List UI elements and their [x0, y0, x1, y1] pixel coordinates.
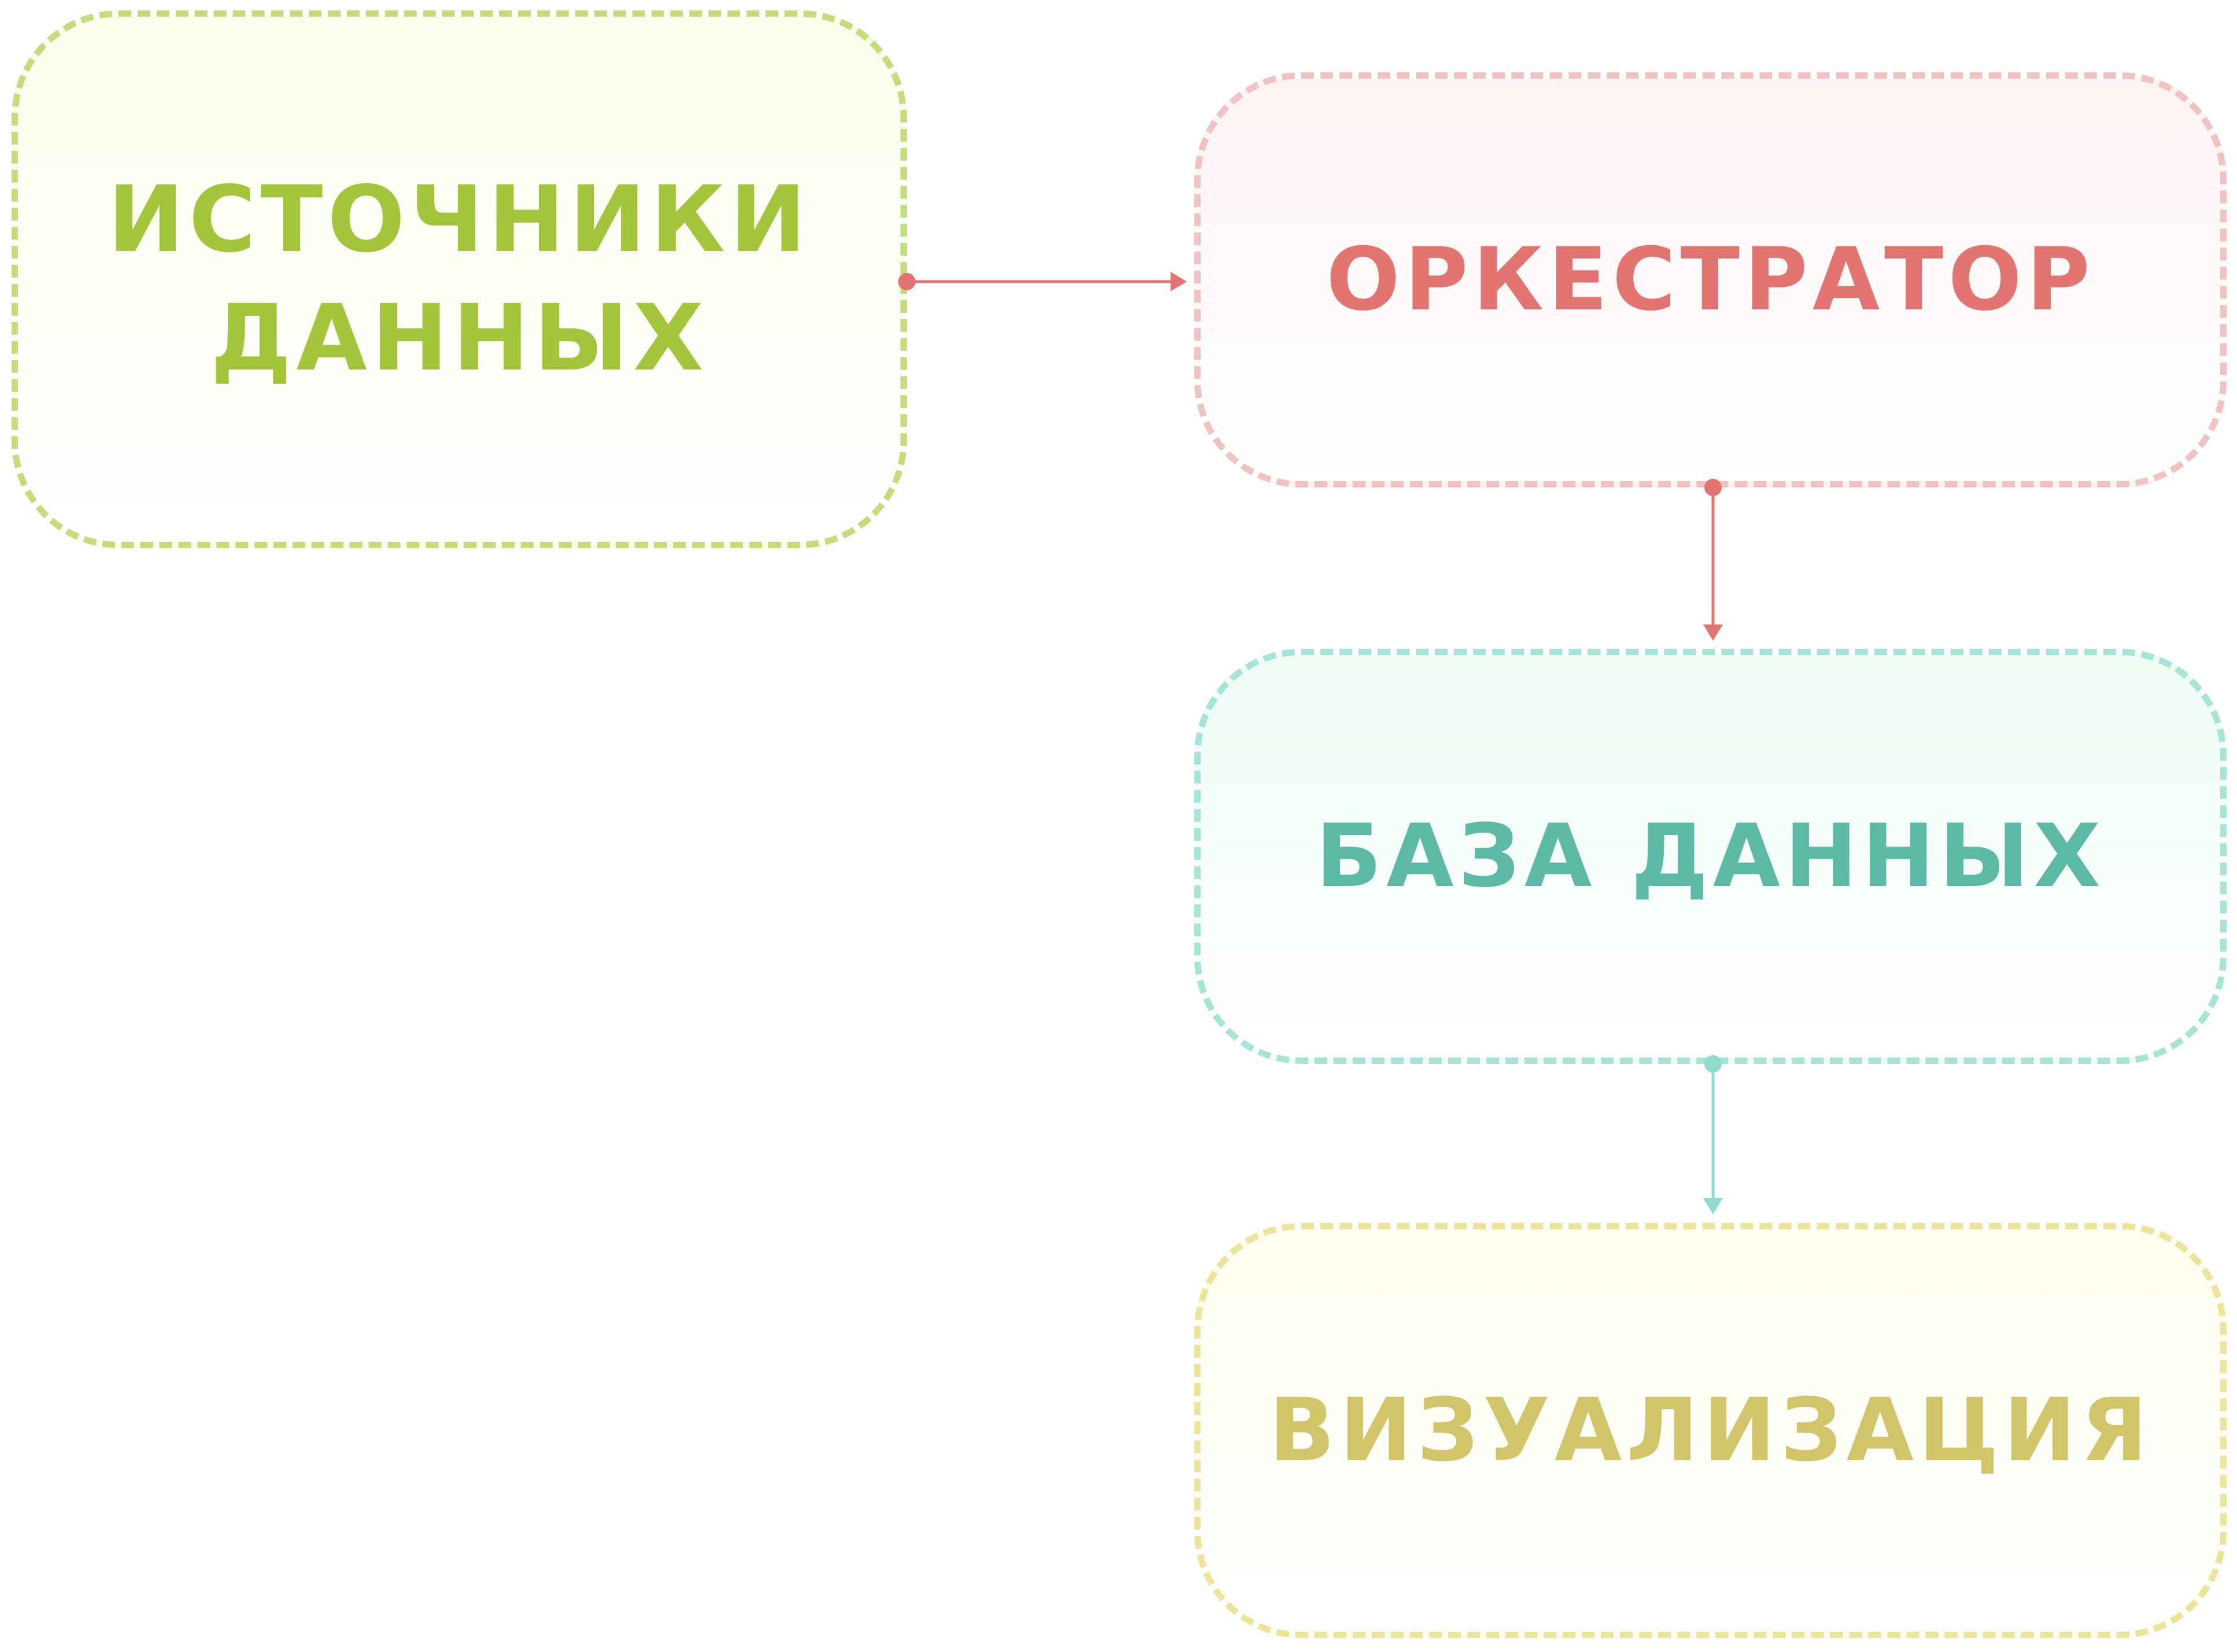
node-orchestrator[interactable]: ОРКЕСТРАТОР	[1194, 72, 2227, 487]
node-database[interactable]: БАЗА ДАННЫХ	[1194, 649, 2227, 1064]
edge-orchestrator-to-database	[1703, 479, 1723, 641]
node-database-label: БАЗА ДАННЫХ	[1315, 805, 2106, 907]
edge-database-to-visualization-arrowhead	[1703, 1198, 1723, 1214]
node-data-sources[interactable]: ИСТОЧНИКИ ДАННЫХ	[12, 10, 907, 548]
node-data-sources-label: ИСТОЧНИКИ ДАННЫХ	[108, 166, 811, 391]
edge-sources-to-orchestrator	[898, 272, 1187, 291]
edge-database-to-visualization	[1703, 1055, 1723, 1214]
node-visualization[interactable]: ВИЗУАЛИЗАЦИЯ	[1194, 1223, 2227, 1638]
edge-sources-to-orchestrator-arrowhead	[1171, 272, 1187, 291]
node-visualization-label: ВИЗУАЛИЗАЦИЯ	[1268, 1380, 2153, 1481]
node-orchestrator-label: ОРКЕСТРАТОР	[1326, 229, 2095, 330]
edge-orchestrator-to-database-arrowhead	[1703, 624, 1723, 641]
